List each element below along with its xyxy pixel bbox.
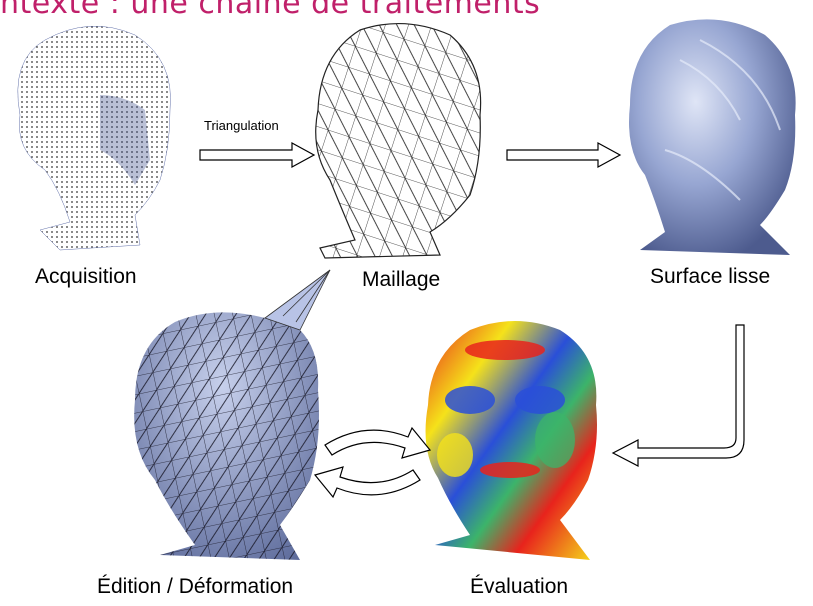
point-cloud-head-icon bbox=[18, 26, 171, 250]
smooth-surface-head-icon bbox=[629, 19, 796, 255]
curvature-heatmap-head-icon bbox=[426, 321, 597, 560]
node-label-acquisition: Acquisition bbox=[35, 265, 137, 289]
node-label-evaluation: Évaluation bbox=[470, 575, 568, 599]
node-label-maillage: Maillage bbox=[362, 268, 440, 292]
cycle-arrows bbox=[315, 428, 430, 497]
node-label-surface-lisse: Surface lisse bbox=[650, 265, 770, 289]
deformed-mesh-head-icon bbox=[134, 270, 330, 560]
node-label-edition-deformation: Édition / Déformation bbox=[97, 575, 293, 599]
wireframe-head-icon bbox=[316, 24, 481, 258]
arrow-surface-to-evaluation bbox=[613, 325, 744, 466]
arrow-acquisition-to-maillage bbox=[200, 143, 314, 167]
arrow-maillage-to-surface bbox=[507, 143, 620, 167]
edge-label-triangulation: Triangulation bbox=[204, 118, 279, 133]
